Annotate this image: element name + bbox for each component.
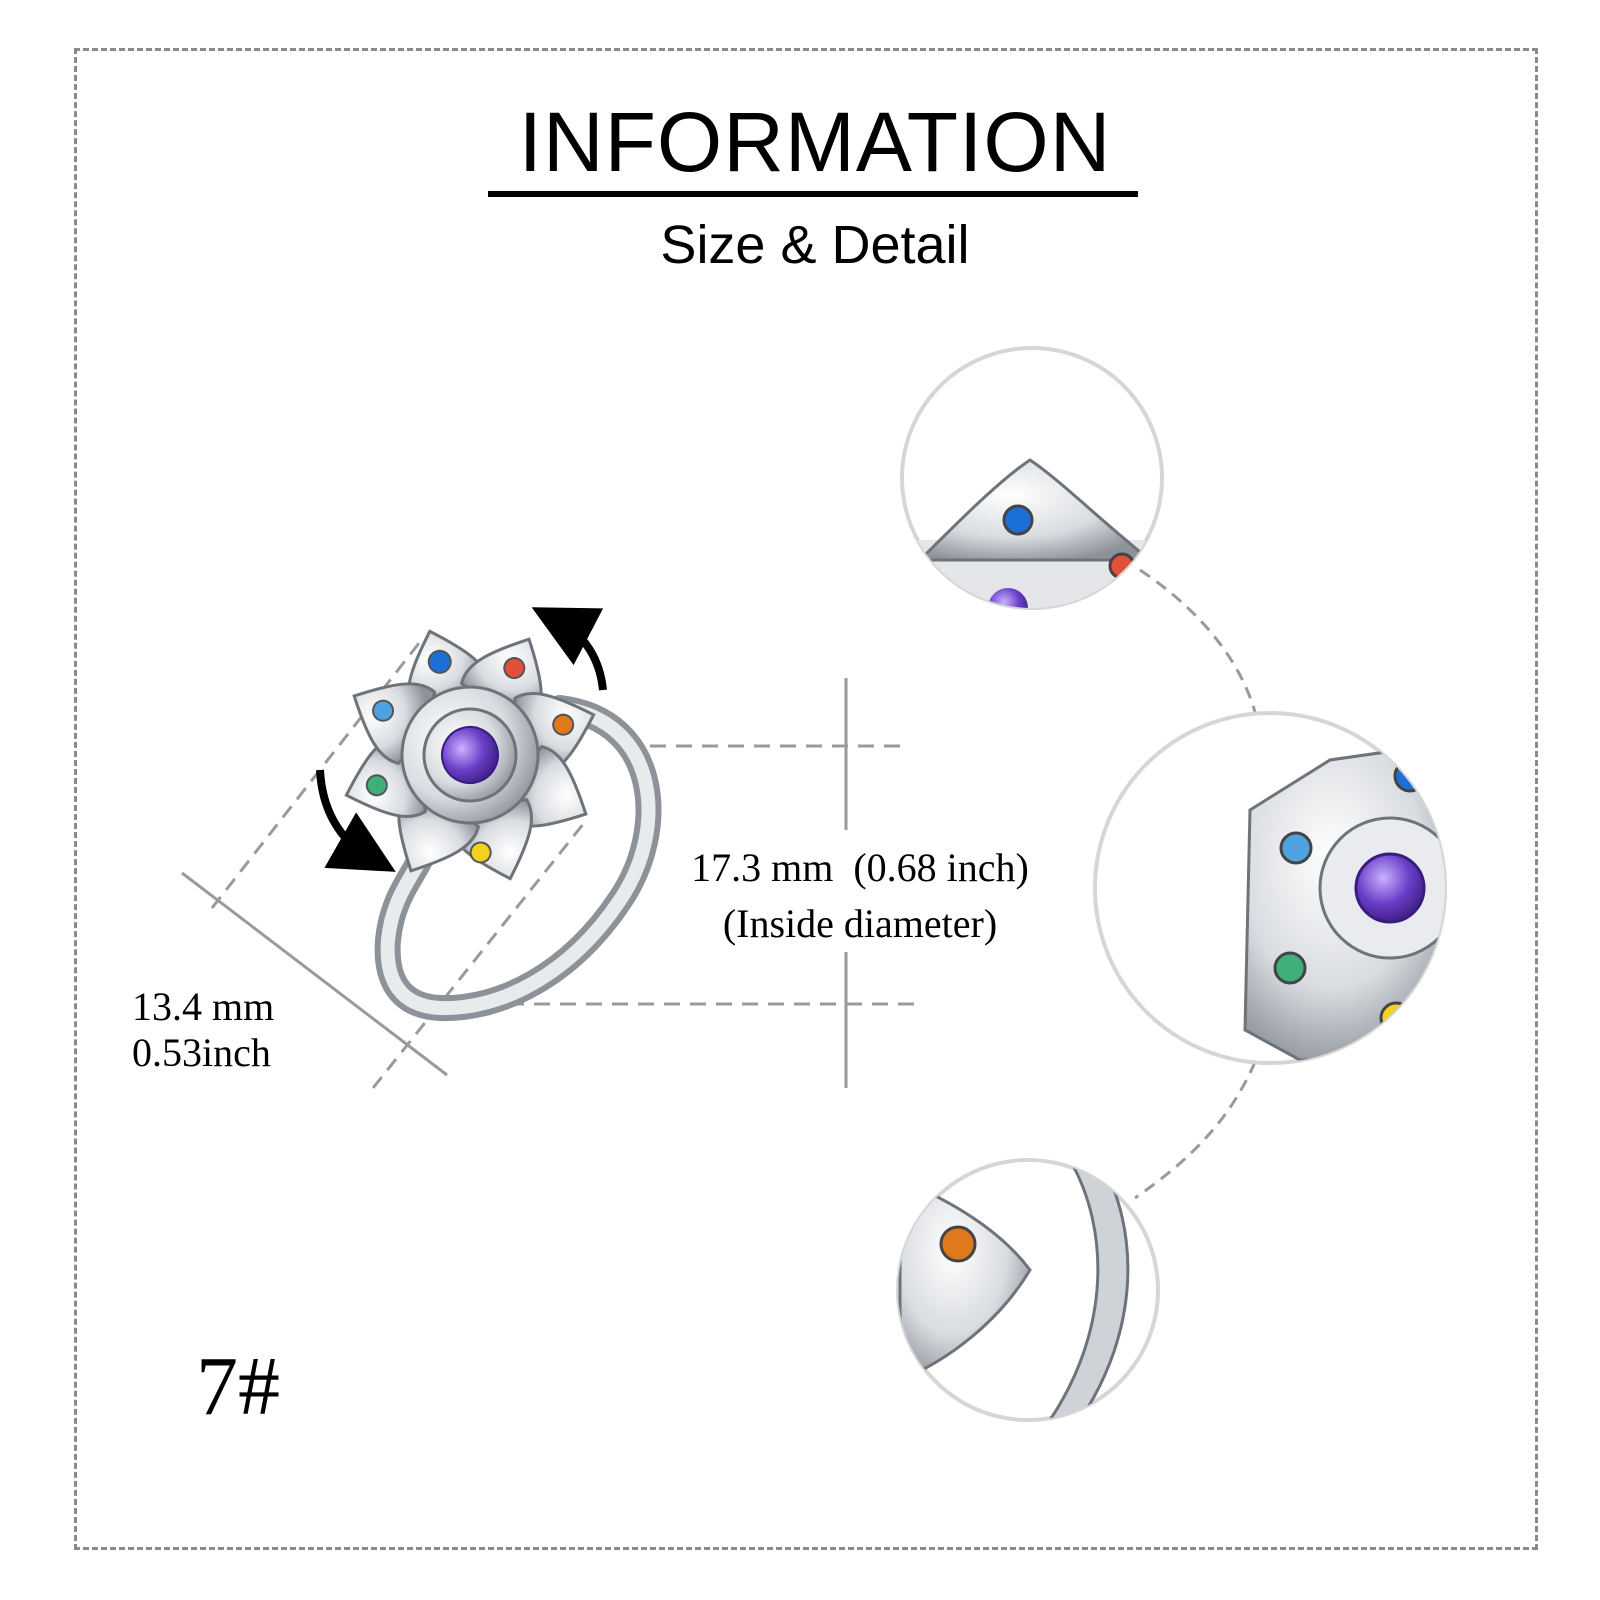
- measurement-guides: [181, 637, 916, 1089]
- detail-connectors: [1134, 568, 1257, 1200]
- dashed-frame: [74, 48, 1538, 1550]
- page-subtitle: Size & Detail: [660, 215, 970, 275]
- rotation-arrows: [316, 607, 607, 872]
- detail-circle-middle: [1093, 711, 1447, 1065]
- ring-width-mm: 13.4 mm: [132, 984, 275, 1029]
- ring-width-inch: 0.53inch: [132, 1030, 271, 1075]
- ring-band: [374, 695, 662, 1022]
- detail-circle-bottom: [896, 1158, 1160, 1422]
- detail-circle-top: [900, 346, 1164, 610]
- page-title: INFORMATION: [518, 95, 1112, 189]
- ring-width-dimension: 13.4 mm 0.53inch: [132, 984, 274, 1076]
- inside-diameter-dimension: 17.3 mm (0.68 inch) (Inside diameter): [640, 840, 1080, 952]
- inside-diameter-label: (Inside diameter): [722, 901, 998, 946]
- ring-size-label: 7#: [196, 1340, 280, 1433]
- ring-lotus-head: [344, 629, 596, 881]
- inside-diameter-value: 17.3 mm (0.68 inch): [691, 845, 1029, 890]
- title-underline: [488, 191, 1138, 197]
